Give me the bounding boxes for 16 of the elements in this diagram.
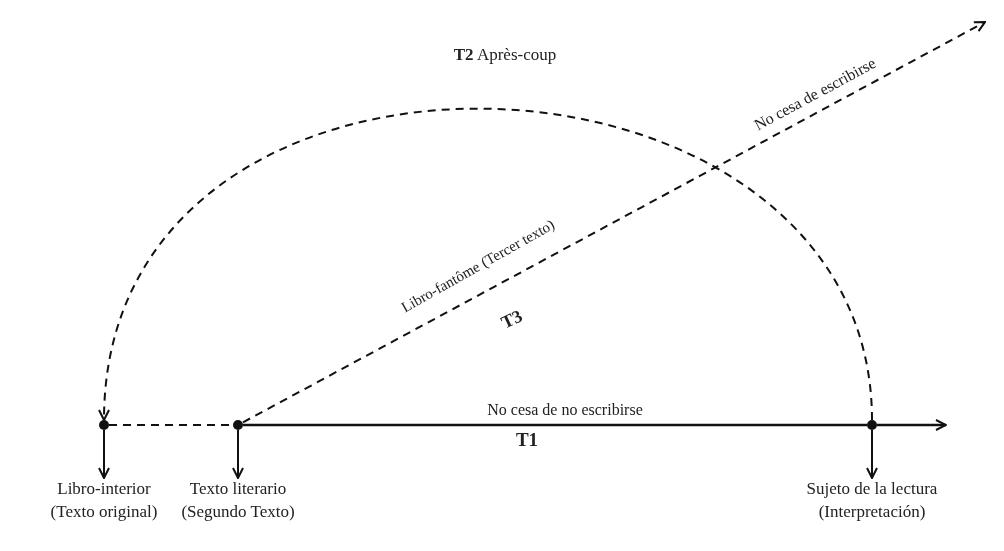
- connector-line: [243, 423, 867, 427]
- node-label: Sujeto de la lectura (Interpretación): [805, 478, 939, 523]
- arrow: [877, 419, 947, 431]
- arrow: [98, 429, 110, 479]
- text-label: T1: [515, 429, 539, 451]
- arrow: [866, 429, 878, 479]
- dot: [233, 420, 243, 430]
- arrow: [99, 107, 873, 421]
- dot: [99, 420, 109, 430]
- node-label: Texto literario (Segundo Texto): [180, 478, 296, 523]
- text-label: T2 Après-coup: [453, 45, 557, 65]
- arrow: [232, 429, 244, 479]
- arrow: [242, 21, 986, 424]
- text-label: T3: [498, 306, 526, 334]
- node-label: Libro-interior (Texto original): [49, 478, 159, 523]
- dot: [867, 420, 877, 430]
